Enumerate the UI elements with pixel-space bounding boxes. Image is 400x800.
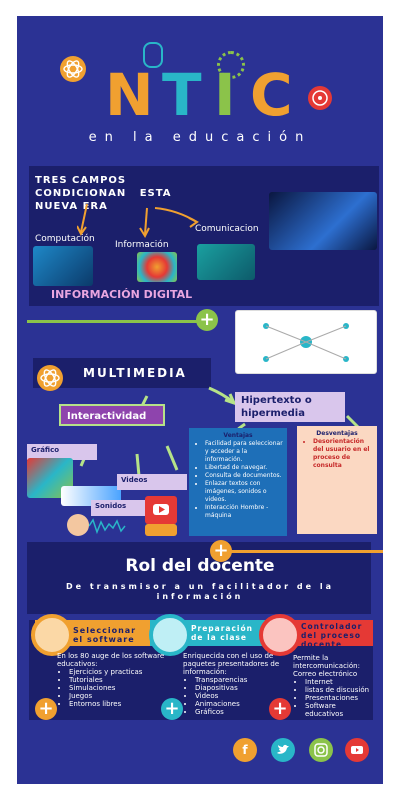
- column-1-item: Juegos: [69, 692, 167, 700]
- column-3-item: listas de discusión: [305, 686, 373, 694]
- column-body-1: En los 80 auge de los software educativo…: [57, 652, 167, 708]
- column-list-3: Internetlistas de discusiónPresentacione…: [293, 678, 373, 718]
- desventajas-box: Desventajas Desorientación del usuario e…: [297, 426, 377, 534]
- heading-line-1: TRES CAMPOS: [35, 175, 127, 186]
- expand-plus-icon[interactable]: +: [210, 540, 232, 562]
- column-1-item: Ejercicios y practicas: [69, 668, 167, 676]
- ventajas-item: Libertad de navegar.: [205, 464, 283, 472]
- column-header-3: Controlador del proceso docente: [301, 622, 363, 649]
- grafico-label: Gráfico: [27, 444, 97, 460]
- rol-panel: [27, 542, 371, 614]
- column-1-item: Entornos libres: [69, 700, 167, 708]
- column-2-item: Diapositivas: [195, 684, 295, 692]
- expand-plus-icon[interactable]: +: [161, 698, 183, 720]
- red-circle: [259, 614, 301, 656]
- title-letter-n: N: [105, 61, 154, 129]
- expand-plus-icon[interactable]: +: [196, 309, 218, 331]
- gear-icon: [217, 51, 245, 79]
- expand-plus-icon[interactable]: +: [269, 698, 291, 720]
- field-informacion: Información: [115, 240, 169, 250]
- twitter-icon[interactable]: [271, 738, 295, 762]
- globe-icon: [308, 86, 332, 110]
- ear-image: [67, 514, 89, 536]
- field-comunicacion: Comunicacion: [195, 224, 259, 234]
- instagram-icon[interactable]: [309, 738, 333, 762]
- youtube-banner-image: [145, 524, 177, 536]
- column-list-2: TransparenciasDiapositivasVideosAnimacio…: [183, 676, 295, 716]
- youtube-video-image: [145, 496, 177, 524]
- computacion-image: [33, 246, 93, 286]
- title-letter-t: T: [162, 61, 202, 129]
- column-1-item: Tutoriales: [69, 676, 167, 684]
- column-2-item: Videos: [195, 692, 295, 700]
- column-3-item: Software educativos: [305, 702, 373, 718]
- expand-plus-icon[interactable]: +: [35, 698, 57, 720]
- rol-subtitle: De transmisor a un facilitador de la inf…: [65, 582, 334, 601]
- ventajas-item: Consulta de documentos.: [205, 472, 283, 480]
- ventajas-list: Facilidad para seleccionar y acceder a l…: [193, 440, 283, 520]
- ventajas-box: Ventajas Facilidad para seleccionar y ac…: [189, 428, 287, 536]
- infographic-poster: N T I C en la educación TRES CAMPOS COND…: [17, 16, 383, 784]
- title-letter-i: I: [214, 61, 236, 129]
- column-2-item: Gráficos: [195, 708, 295, 716]
- desventajas-list: Desorientación del usuario en el proceso…: [301, 438, 373, 470]
- sonidos-label: Sonidos: [91, 500, 161, 516]
- field-computacion: Computación: [35, 234, 95, 244]
- field-arrows: [77, 203, 199, 239]
- column-intro-2: Enriquecida con el uso de paquetes prese…: [183, 652, 280, 676]
- column-2-item: Transparencias: [195, 676, 295, 684]
- column-body-2: Enriquecida con el uso de paquetes prese…: [183, 652, 295, 716]
- youtube-icon[interactable]: [345, 738, 369, 762]
- divider-line: [27, 320, 207, 323]
- orange-divider-line: [231, 550, 383, 553]
- teal-circle: [149, 614, 191, 656]
- atom-icon: [60, 56, 86, 82]
- hipertexto-box: Hipertexto o hipermedia: [235, 392, 345, 422]
- column-intro-3: Permite la intercomunicación: Correo ele…: [293, 654, 360, 678]
- rol-title: Rol del docente: [125, 556, 275, 576]
- column-1-item: Simulaciones: [69, 684, 167, 692]
- column-3-item: Presentaciones: [305, 694, 373, 702]
- heading-line-3: NUEVA ERA: [35, 201, 108, 212]
- column-header-1: Seleccionar el software: [73, 626, 137, 644]
- multimedia-header: [33, 358, 211, 388]
- ventajas-item: Facilidad para seleccionar y acceder a l…: [205, 440, 283, 464]
- heading-line-2: CONDICIONAN ESTA: [35, 188, 172, 199]
- column-header-2: Preparación de la clase: [191, 624, 253, 642]
- ventajas-title: Ventajas: [223, 432, 253, 439]
- mouse-icon: [143, 42, 163, 68]
- informacion-digital-label: INFORMACIÓN DIGITAL: [51, 288, 193, 301]
- desventajas-item: Desorientación del usuario en el proceso…: [313, 438, 373, 470]
- column-list-1: Ejercicios y practicasTutorialesSimulaci…: [57, 668, 167, 708]
- atom-icon: [37, 365, 63, 391]
- column-2-item: Animaciones: [195, 700, 295, 708]
- orange-circle: [31, 614, 73, 656]
- ventajas-item: Enlazar textos con imágenes, sonidos o v…: [205, 480, 283, 504]
- ventajas-item: Interacción Hombre - máquina: [205, 504, 283, 520]
- multimedia-title: MULTIMEDIA: [83, 366, 187, 380]
- title-letter-c: C: [250, 61, 293, 129]
- tres-campos-heading: TRES CAMPOS CONDICIONAN ESTA NUEVA ERA: [35, 174, 172, 213]
- informacion-image: [137, 252, 177, 282]
- videos-label: Videos: [117, 474, 187, 490]
- subtitle: en la educación: [88, 130, 312, 145]
- desventajas-title: Desventajas: [316, 430, 358, 437]
- sound-wave-icon: [89, 518, 126, 534]
- facebook-icon[interactable]: f: [233, 738, 257, 762]
- comunicacion-image: [197, 244, 255, 280]
- interactividad-box: Interactividad: [59, 404, 165, 426]
- column-intro-1: En los 80 auge de los software educativo…: [57, 652, 165, 668]
- network-image: [235, 310, 377, 374]
- computer-room-image: [269, 192, 377, 250]
- column-body-3: Permite la intercomunicación: Correo ele…: [293, 654, 373, 718]
- column-3-item: Internet: [305, 678, 373, 686]
